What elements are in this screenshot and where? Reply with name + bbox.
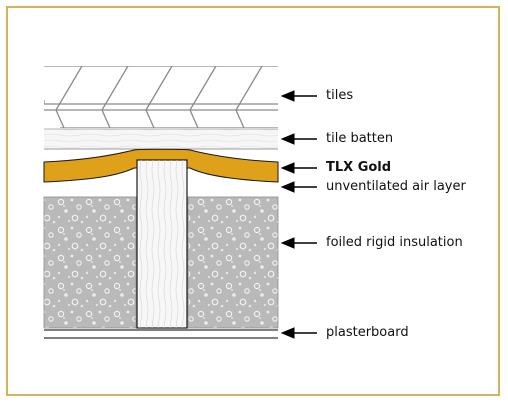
insulation-layer — [43, 196, 279, 329]
label-insulation: foiled rigid insulation — [326, 235, 463, 250]
rafter — [136, 159, 188, 329]
arrow-plasterboard — [280, 327, 317, 339]
arrow-tile-batten — [280, 133, 317, 145]
label-air-layer: unventilated air layer — [326, 179, 466, 194]
tile-batten-layer — [44, 128, 278, 150]
arrow-tiles — [280, 90, 317, 102]
label-tiles: tiles — [326, 88, 354, 103]
label-plasterboard: plasterboard — [326, 325, 409, 340]
arrows — [280, 90, 317, 339]
plasterboard-layer — [44, 329, 278, 339]
arrow-insulation — [280, 237, 317, 249]
arrow-air-layer — [280, 181, 317, 193]
label-tile-batten: tile batten — [326, 131, 394, 146]
label-tlx-gold: TLX Gold — [326, 160, 392, 175]
arrow-tlx-gold — [280, 162, 317, 174]
tiles-layer — [44, 66, 278, 128]
